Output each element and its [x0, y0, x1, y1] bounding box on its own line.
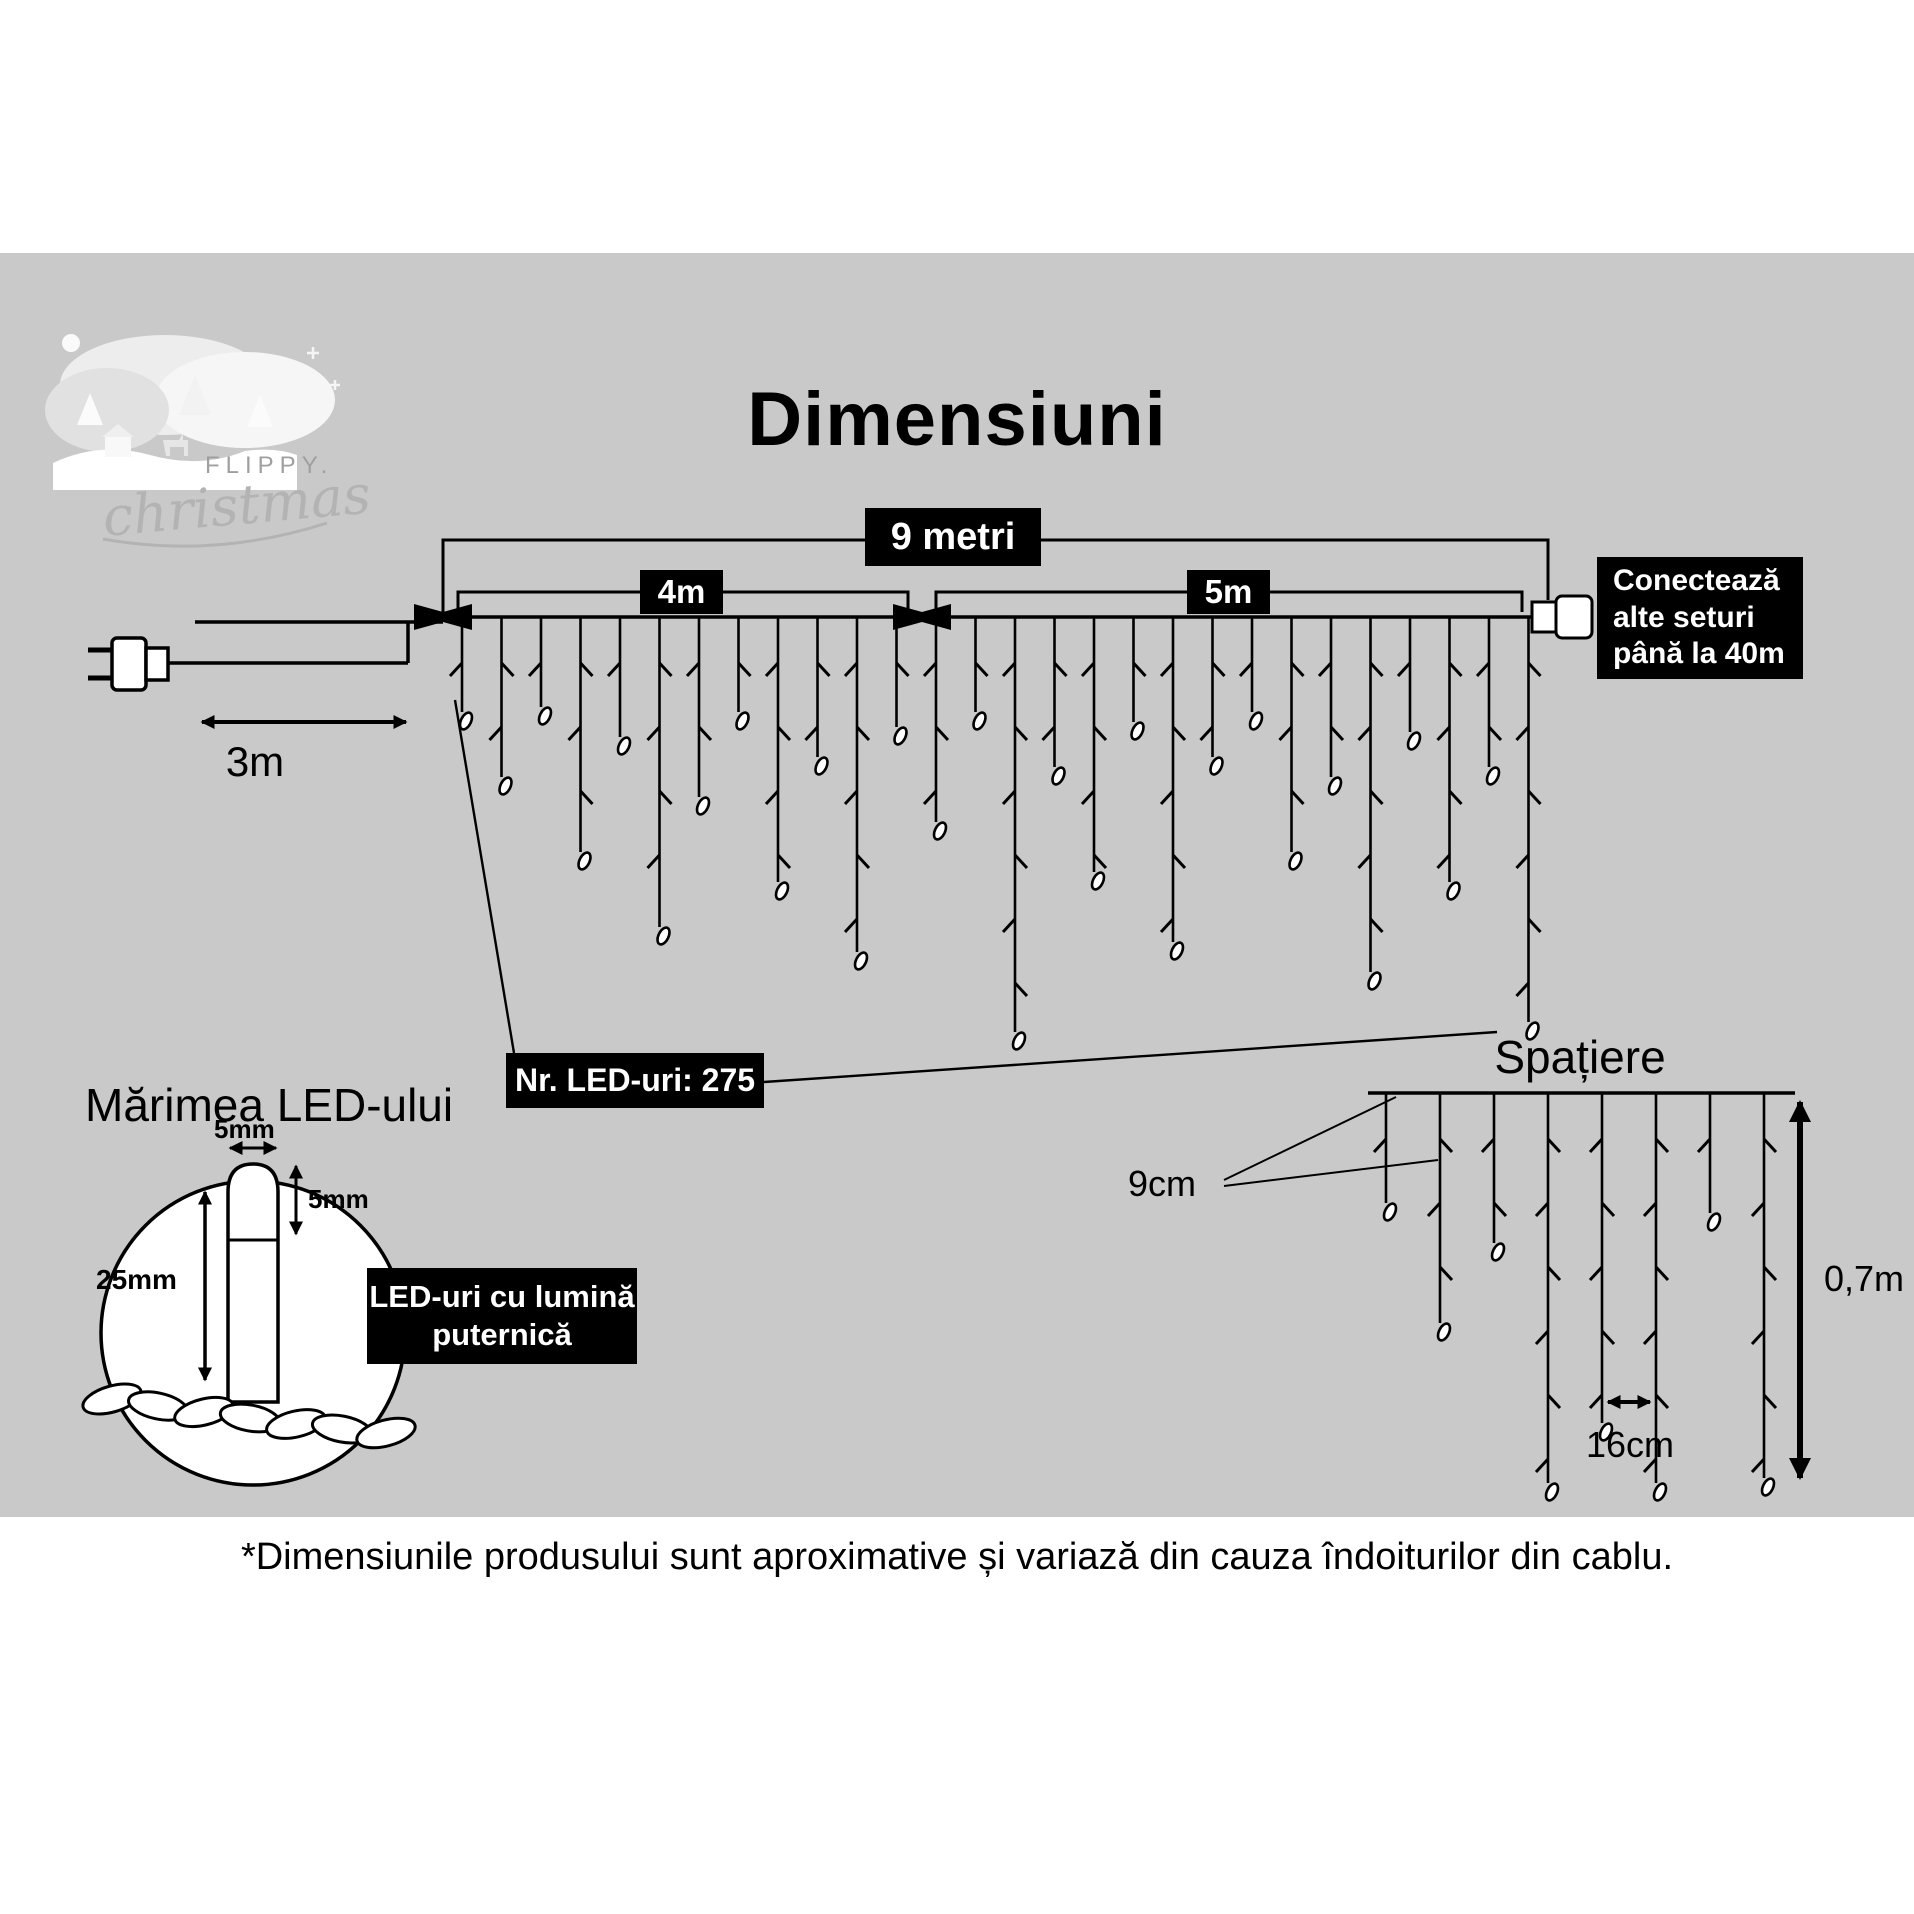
- deer-icon: [163, 433, 188, 456]
- logo-winter-scene: [45, 334, 340, 490]
- spacing-9cm-label: 9cm: [1128, 1163, 1197, 1204]
- tree-icon: [179, 375, 211, 415]
- led-note-line1: LED-uri cu lumină: [369, 1279, 635, 1315]
- led-note-badge: LED-uri cu lumină puternică: [367, 1268, 637, 1364]
- logo-flourish: [102, 521, 328, 548]
- tree-icon: [247, 395, 273, 427]
- led-count-badge: Nr. LED-uri: 275: [506, 1053, 764, 1108]
- connect-note-line1: Conectează: [1613, 564, 1780, 598]
- page-title: Dimensiuni: [747, 377, 1167, 462]
- house-icon: [105, 437, 131, 457]
- logo-brand-text: FLIPPY.: [205, 452, 333, 479]
- section-right-label: 5m: [1204, 572, 1253, 610]
- moon-icon: [62, 334, 80, 352]
- spacing-9cm-leaders: [1223, 1096, 1439, 1187]
- twisted-wire: [81, 1382, 417, 1450]
- connect-note-line3: până la 40m: [1613, 637, 1785, 671]
- spacing-title: Spațiere: [1494, 1031, 1666, 1083]
- power-lead-and-plug: [88, 620, 443, 692]
- icicle-drops-spacing: [1372, 1093, 1778, 1502]
- spacing-height-label: 0,7m: [1824, 1258, 1905, 1299]
- lead-length-label: 3m: [225, 738, 285, 785]
- total-length-label: 9 metri: [890, 515, 1016, 558]
- led-size-title: Mărimea LED-ului: [85, 1079, 454, 1131]
- connect-note-line2: alte seturi: [1613, 600, 1755, 634]
- section-left-badge: 4m: [640, 570, 723, 614]
- end-socket-icon: [1530, 594, 1594, 640]
- disclaimer-text: *Dimensiunile produsului sunt aproximati…: [240, 1536, 1674, 1578]
- brand-logo: FLIPPY. christmas: [45, 334, 373, 549]
- connect-note-badge: Conectează alte seturi până la 40m: [1597, 557, 1803, 679]
- body-height-label: 25mm: [96, 1264, 177, 1295]
- spacing-16cm-label: 16cm: [1585, 1424, 1675, 1465]
- led-count-leaders: [453, 699, 1498, 1084]
- total-length-badge: 9 metri: [865, 508, 1041, 566]
- led-bulb-drawing: [226, 1162, 280, 1404]
- section-right-badge: 5m: [1187, 570, 1270, 614]
- sparkle-icons: [295, 347, 340, 414]
- cap-height-label: 5mm: [308, 1184, 369, 1214]
- power-plug-icon: [88, 636, 170, 692]
- cap-width-label: 5mm: [214, 1114, 275, 1144]
- led-count-label: Nr. LED-uri: 275: [514, 1061, 756, 1098]
- section-left-label: 4m: [657, 572, 706, 610]
- tree-icon: [77, 393, 103, 425]
- led-note-line2: puternică: [432, 1317, 572, 1352]
- spacing-diagram: [1223, 1091, 1811, 1502]
- icicle-drops-main: [448, 617, 1542, 1051]
